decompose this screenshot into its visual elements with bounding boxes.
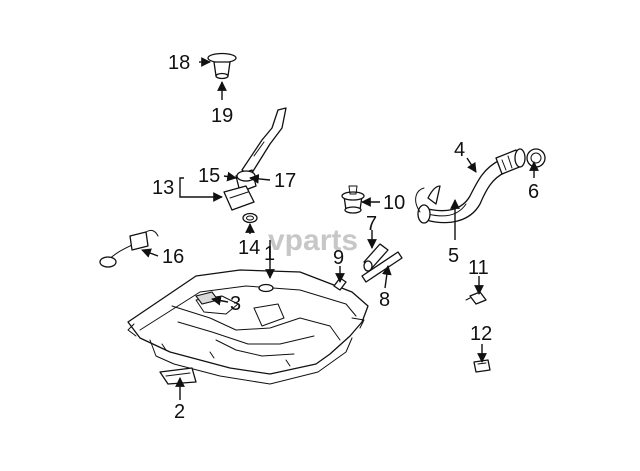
fuel-pump-assembly-part-13 [223,107,287,211]
callout-19: 19 [211,105,233,127]
callout-3: 3 [230,293,241,315]
callout-2: 2 [174,401,185,423]
callout-4: 4 [454,139,465,161]
callout-9: 9 [333,247,344,269]
watermark: vparts [268,224,358,257]
callout-14: 14 [238,237,260,259]
callout-labels: 1 2 3 4 5 6 7 8 9 10 11 12 13 14 15 16 1… [152,52,539,423]
leader-lines [141,57,539,400]
callout-16: 16 [162,246,184,268]
callout-13: 13 [152,177,174,199]
callout-17: 17 [274,170,296,192]
fuel-tank-part [127,269,369,385]
valve-part-10 [341,185,365,214]
filler-pipe-part-5 [415,159,507,224]
sensor-part-16 [99,229,159,268]
callout-18: 18 [168,52,190,74]
clip-part-11 [465,291,487,305]
callout-12: 12 [470,323,492,345]
callout-11: 11 [468,257,489,279]
callout-6: 6 [528,181,539,203]
callout-7: 7 [366,213,377,235]
callout-1: 1 [264,243,275,265]
watermark-text: vparts [268,224,358,257]
bracket-part-2 [159,367,197,385]
fuel-cap-part-6 [526,148,546,168]
gasket-part-14 [242,212,258,224]
callout-5: 5 [448,245,459,267]
callout-8: 8 [379,289,390,311]
callout-10: 10 [383,192,405,214]
filler-housing-part-4 [495,148,526,175]
cover-part-18 [207,52,237,80]
hose-part-7 [363,243,389,272]
callout-15: 15 [198,165,220,187]
